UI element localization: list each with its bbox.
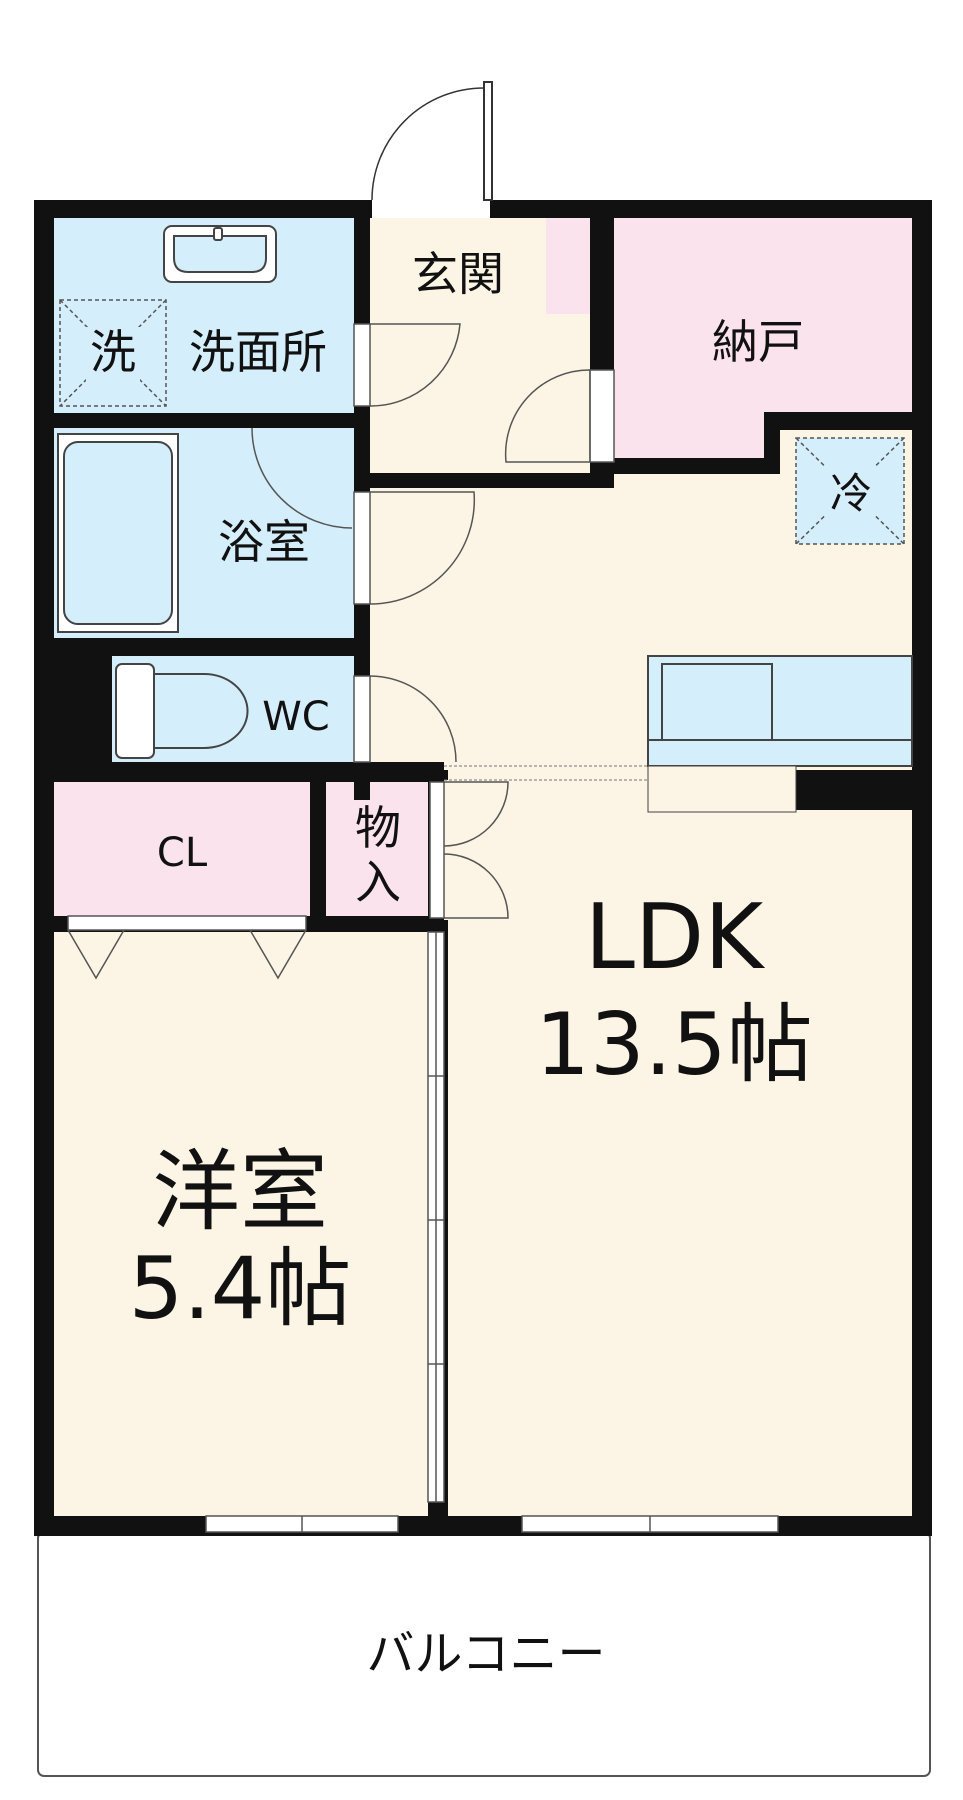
toilet-door[interactable] — [353, 675, 457, 763]
ldk-size-label: 13.5帖 — [535, 995, 812, 1095]
bedroom-name-label: 洋室 — [152, 1140, 328, 1243]
bathtub-icon — [57, 433, 179, 633]
washer-label: 洗 — [90, 325, 136, 379]
front-door-opening — [372, 200, 490, 218]
storage-area — [326, 782, 428, 916]
entrance-area — [370, 218, 544, 314]
storeroom-label: 納戸 — [712, 315, 804, 369]
washbasin-icon — [163, 225, 277, 283]
entrance-shoebox — [546, 218, 590, 314]
bath-door[interactable] — [353, 491, 476, 605]
entrance-label: 玄関 — [412, 247, 504, 301]
storage-door[interactable] — [429, 781, 509, 919]
front-door-icon[interactable] — [371, 81, 493, 201]
closet-area — [54, 782, 310, 916]
closet-label: CL — [157, 830, 208, 876]
closet-doors[interactable] — [67, 915, 307, 980]
washroom-label: 洗面所 — [189, 325, 327, 379]
storage-label-2: 入 — [355, 855, 401, 909]
washroom-door[interactable] — [353, 323, 461, 407]
washing-machine-icon — [59, 299, 167, 407]
kitchen-counter — [647, 655, 913, 813]
bedroom-size-label: 5.4帖 — [129, 1239, 352, 1339]
ldk-name-label: LDK — [585, 885, 765, 990]
storeroom-door[interactable] — [504, 369, 615, 463]
storage-label-1: 物 — [355, 801, 401, 855]
bedroom-area — [54, 932, 428, 1516]
balcony-label: バルコニー — [366, 1626, 605, 1682]
storeroom-area — [614, 218, 912, 458]
fridge-label-bg — [824, 466, 878, 516]
ldk-main-area — [448, 770, 912, 1516]
washer-label-bg — [86, 327, 140, 381]
bath-door-swing — [251, 427, 353, 529]
toilet-icon — [115, 663, 249, 759]
bath-label: 浴室 — [218, 515, 310, 569]
toilet-label: WC — [262, 694, 329, 740]
sliding-partition[interactable] — [427, 931, 445, 1503]
fridge-label: 冷 — [830, 469, 872, 518]
fridge-space-icon — [795, 437, 905, 545]
